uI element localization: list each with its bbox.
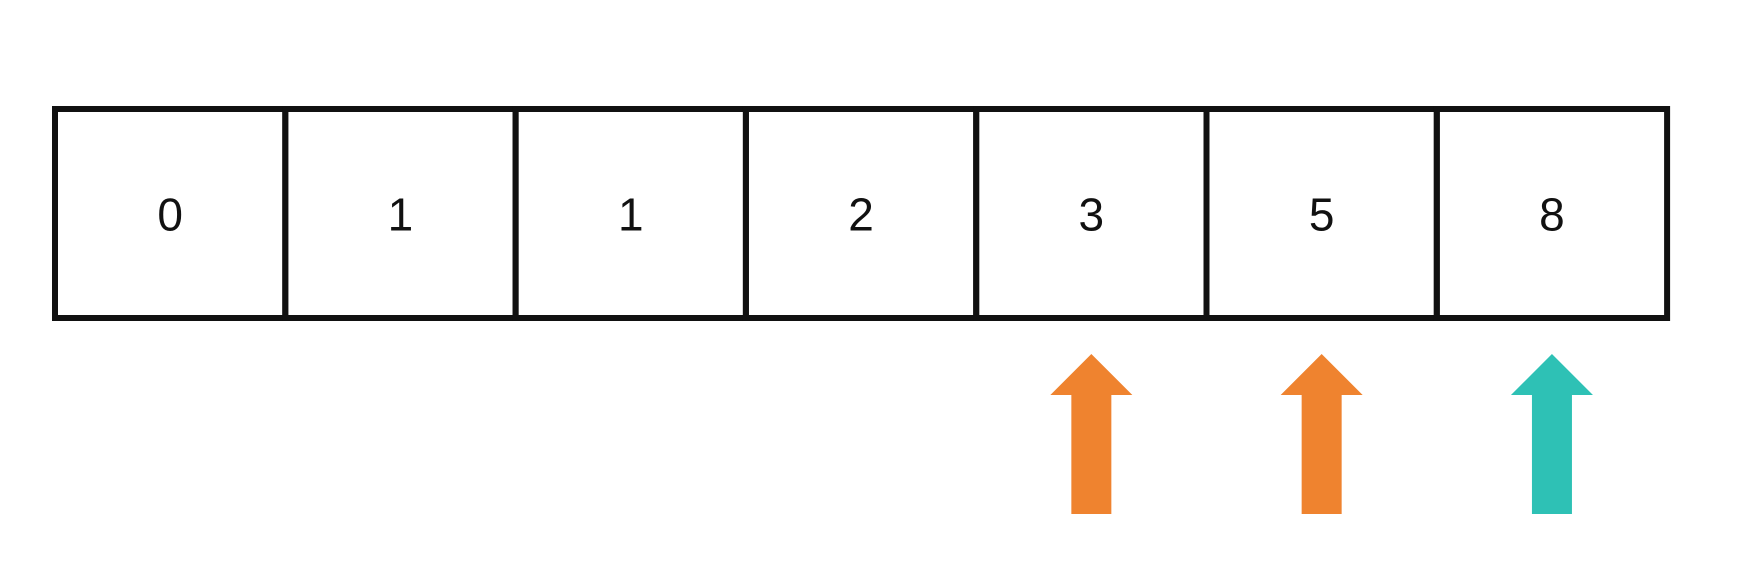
array-value-5: 5 (1309, 189, 1335, 241)
arrow-up-orange-1-icon (1050, 354, 1133, 514)
arrow-up-teal-icon (1510, 354, 1593, 514)
array-value-1: 1 (388, 189, 414, 241)
arrow-up-orange-2-icon (1280, 354, 1363, 514)
array-cells: 0 1 1 2 3 5 8 (52, 106, 1671, 321)
array-value-6: 8 (1539, 189, 1565, 241)
array-value-0: 0 (157, 189, 183, 241)
array-value-4: 3 (1079, 189, 1105, 241)
array-value-3: 2 (848, 189, 874, 241)
array-cell-6 (1433, 106, 1671, 321)
pointer-arrows (1050, 354, 1593, 514)
array-value-2: 1 (618, 189, 644, 241)
